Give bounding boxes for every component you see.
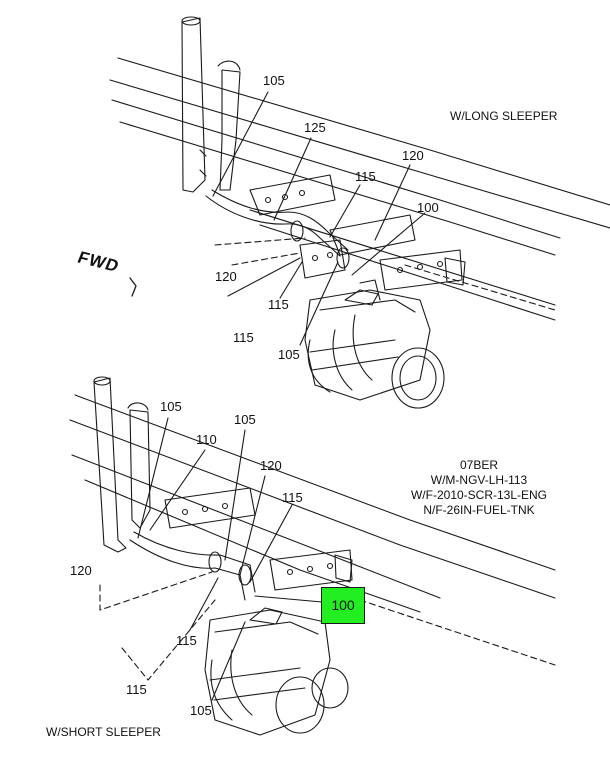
top-leaders	[212, 91, 426, 346]
callout-120[interactable]: 120	[70, 563, 92, 578]
short-sleeper-caption: W/SHORT SLEEPER	[46, 725, 161, 739]
callout-115[interactable]: 115	[282, 490, 303, 505]
callout-115[interactable]: 115	[176, 633, 197, 648]
top-stack-pipe	[181, 16, 241, 193]
bottom-stack-pipe	[93, 376, 151, 553]
callout-120[interactable]: 120	[215, 269, 237, 284]
top-brackets	[249, 174, 466, 291]
top-exhaust-pipe	[205, 189, 350, 269]
top-aftertreatment-unit	[304, 279, 445, 409]
callout-100[interactable]: 100	[417, 200, 439, 215]
callout-115[interactable]: 115	[126, 682, 147, 697]
configuration-note: 07BER W/M-NGV-LH-113 W/F-2010-SCR-13L-EN…	[404, 458, 554, 518]
callout-115[interactable]: 115	[268, 297, 289, 312]
callout-105[interactable]: 105	[160, 399, 182, 414]
callout-100-highlighted[interactable]: 100	[321, 587, 365, 624]
bottom-aftertreatment-unit	[204, 607, 349, 736]
callout-110[interactable]: 110	[196, 432, 217, 447]
config-line: W/F-2010-SCR-13L-ENG	[410, 488, 548, 502]
callout-105[interactable]: 105	[278, 347, 300, 362]
config-line: 07BER	[459, 458, 499, 472]
callout-120[interactable]: 120	[260, 458, 282, 473]
config-line: W/M-NGV-LH-113	[430, 473, 528, 487]
bottom-frame-rails	[69, 394, 556, 666]
top-frame-rails	[109, 57, 610, 321]
callout-115[interactable]: 115	[233, 330, 254, 345]
callout-105[interactable]: 105	[190, 703, 212, 718]
callout-105[interactable]: 105	[234, 412, 256, 427]
callout-105[interactable]: 105	[263, 73, 285, 88]
config-line: N/F-26IN-FUEL-TNK	[423, 503, 535, 517]
callout-115[interactable]: 115	[355, 169, 376, 184]
long-sleeper-caption: W/LONG SLEEPER	[450, 109, 558, 123]
fwd-arrow-icon	[129, 277, 137, 297]
bottom-leaders	[99, 417, 323, 701]
bottom-exhaust-pipe	[129, 531, 256, 601]
callout-125[interactable]: 125	[304, 120, 326, 135]
callout-120[interactable]: 120	[402, 148, 424, 163]
